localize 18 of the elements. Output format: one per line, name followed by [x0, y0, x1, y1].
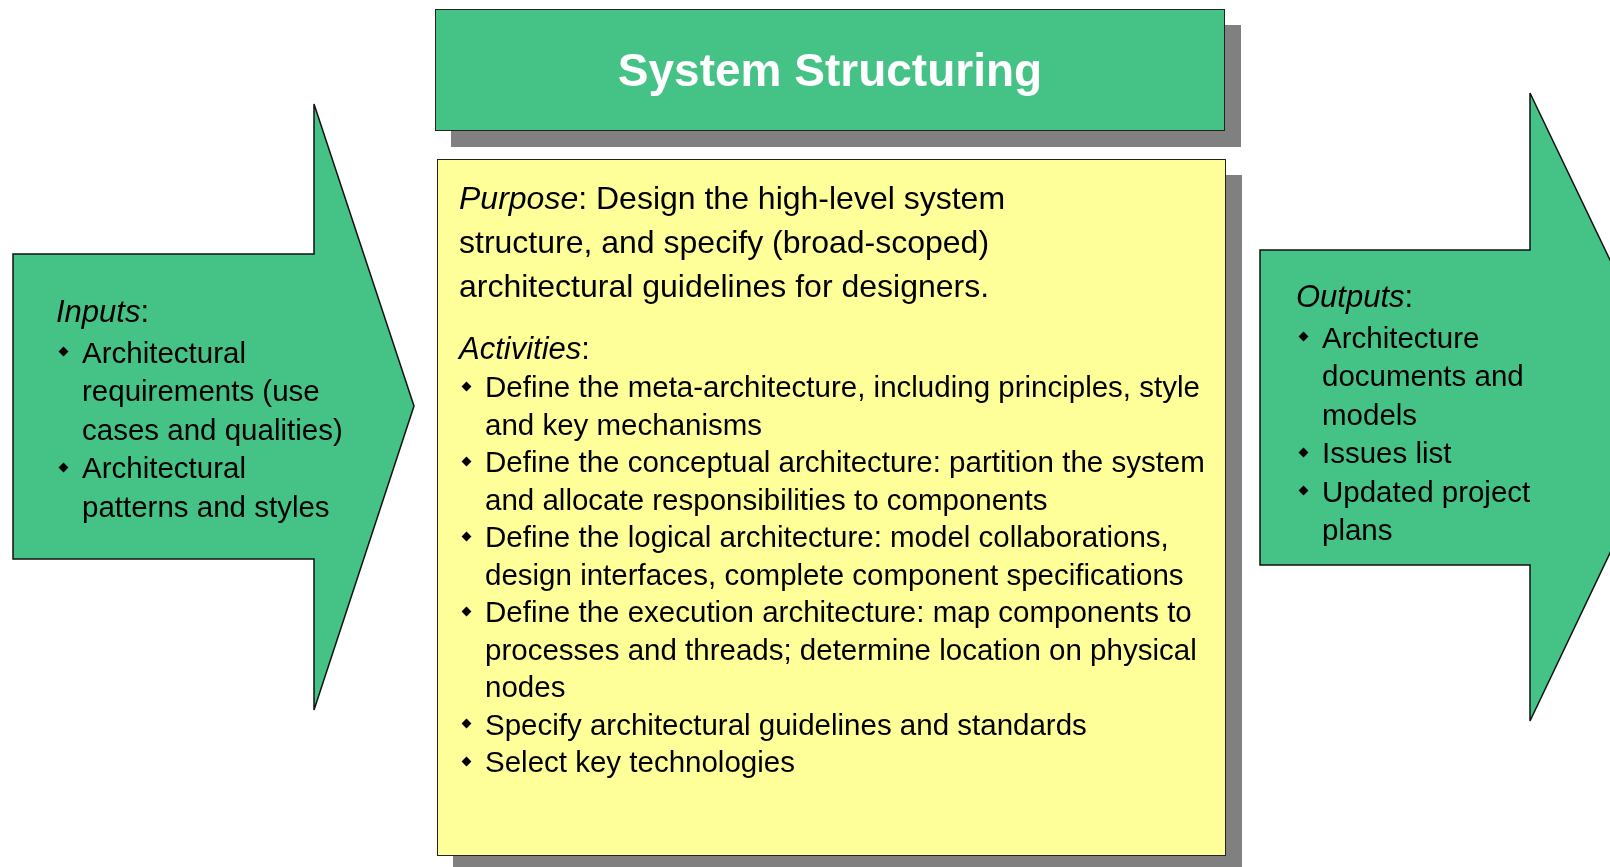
- bullet-item: Select key technologies: [459, 743, 1211, 781]
- bullet-item: Issues list: [1296, 434, 1566, 473]
- bullet-item: Define the logical architecture: model collaborations, design interfaces, complete component specifications: [459, 518, 1211, 593]
- heading-text: Outputs:: [1296, 278, 1415, 316]
- heading-text: Inputs:: [56, 293, 151, 331]
- bullet-item: Define the conceptual architecture: partition the system and allocate responsibilities to components: [459, 443, 1211, 518]
- bullet-item: Define the execution architecture: map components to processes and threads; determine location on physical nodes: [459, 593, 1211, 706]
- bullet-item: Updated project plans: [1296, 472, 1566, 550]
- bullet-item: Architecture documents and models: [1296, 318, 1566, 434]
- bullet-item: Define the meta-architecture, including principles, style and key mechanisms: [459, 368, 1211, 443]
- purpose-text: Purpose: Design the high-level system structure, and specify (broad-scoped) architectural guidelines for designers.: [459, 179, 1007, 306]
- output-arrow: [1259, 92, 1610, 722]
- title-text: System Structuring: [617, 43, 1043, 97]
- activities-heading: Activities:: [459, 330, 591, 368]
- bullet-item: Architectural patterns and styles: [56, 449, 356, 526]
- input-arrow: [12, 103, 416, 711]
- bullet-item: Specify architectural guidelines and standards: [459, 705, 1211, 743]
- bullet-item: Architectural requirements (use cases and qualities): [56, 333, 356, 449]
